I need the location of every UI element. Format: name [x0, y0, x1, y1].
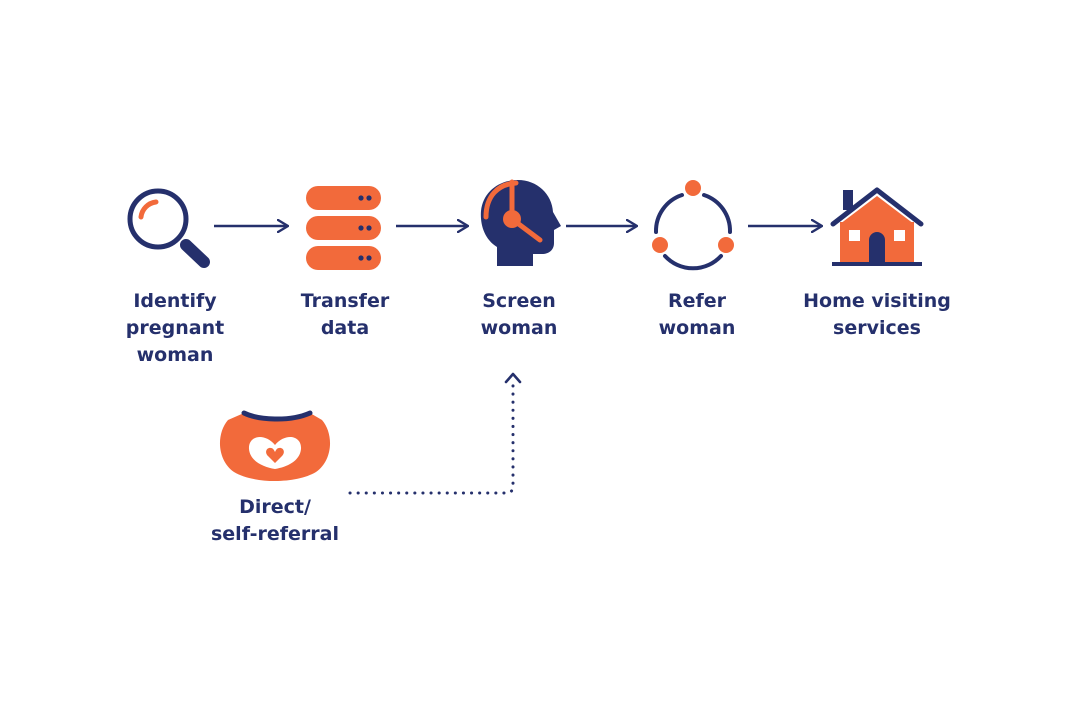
dotted-arrow-head: [504, 372, 522, 384]
step-label-identify: Identify pregnant woman: [125, 290, 225, 366]
magnifying-glass-icon: [127, 188, 210, 268]
pregnant-belly-heart-icon: [219, 410, 331, 481]
step-label-screen: Screen woman: [480, 290, 558, 339]
dotted-arrow-self-referral-to-screen: [348, 382, 515, 495]
step-label-refer: Refer woman: [658, 290, 736, 339]
side-entry-label: Direct/ self-referral: [210, 496, 339, 545]
headset-agent-icon: [480, 179, 561, 266]
database-server-icon: [306, 186, 381, 270]
step-label-home-visiting: Home visiting services: [803, 290, 951, 339]
step-label-transfer: Transfer data: [300, 290, 390, 339]
house-icon: [830, 187, 924, 266]
referral-cycle-icon: [652, 180, 734, 271]
